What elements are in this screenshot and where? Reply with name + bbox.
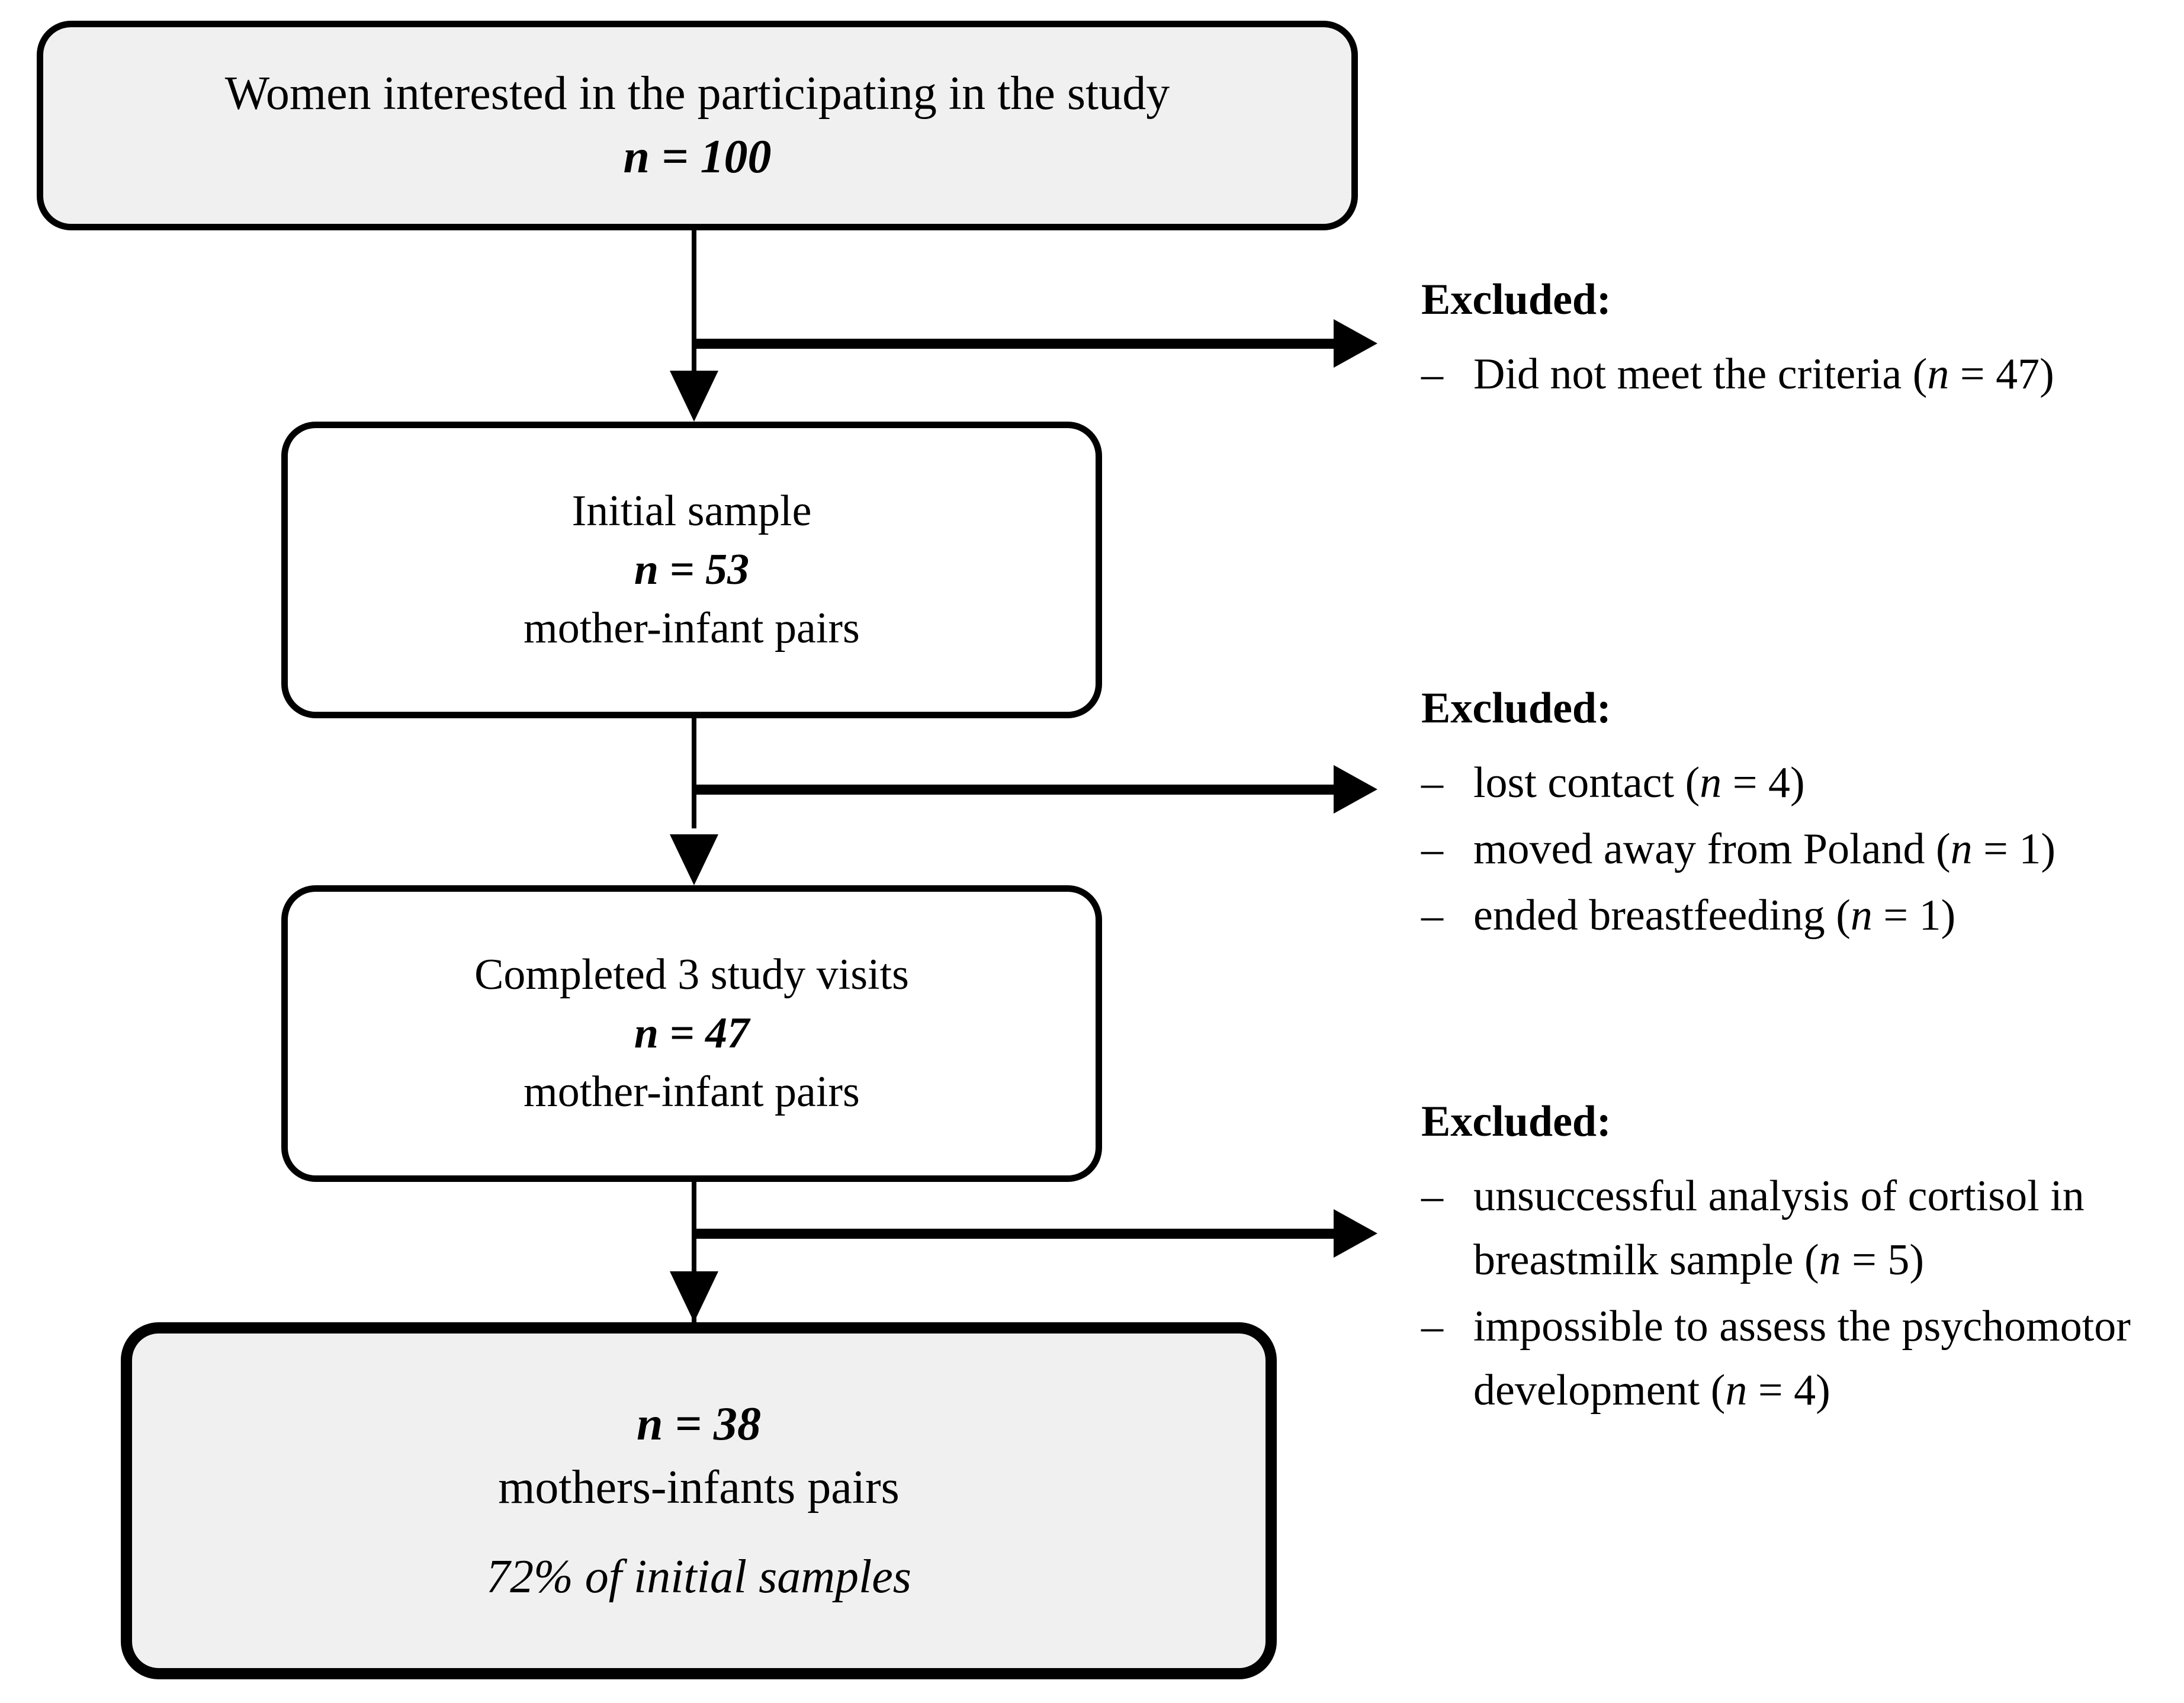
arrow-down-icon	[670, 834, 718, 885]
list-item: – unsuccessful analysis of cortisol in b…	[1421, 1164, 2184, 1292]
list-item: – ended breastfeeding (n = 1)	[1421, 883, 2173, 947]
connector-2-vertical	[692, 718, 696, 828]
node-note: 72% of initial samples	[486, 1551, 911, 1604]
node-initial-sample: Initial sample n = 53 mother-infant pair…	[281, 422, 1102, 718]
exclusion-reason: impossible to assess the psychomotor dev…	[1473, 1302, 2131, 1415]
node-title: Initial sample	[571, 486, 812, 535]
node-women-interested: Women interested in the participating in…	[37, 21, 1358, 230]
node-final-sample: n = 38 mothers-infants pairs 72% of init…	[121, 1322, 1277, 1679]
node-completed-visits: Completed 3 study visits n = 47 mother-i…	[281, 885, 1102, 1182]
connector-3-horizontal	[692, 1229, 1337, 1239]
dash-bullet: –	[1421, 1302, 1443, 1351]
exclusion-title: Excluded:	[1421, 1097, 1611, 1146]
exclusion-reason: ended breastfeeding (n = 1)	[1473, 891, 1956, 940]
connector-3-vertical	[692, 1182, 696, 1329]
connector-1-vertical-bottom	[692, 339, 696, 372]
dash-bullet: –	[1421, 825, 1443, 874]
exclusion-note-3: Excluded: – unsuccessful analysis of cor…	[1421, 1090, 2184, 1425]
exclusion-note-1: Excluded: – Did not meet the criteria (n…	[1421, 268, 2173, 409]
arrow-down-icon	[670, 371, 718, 422]
node-title: Women interested in the participating in…	[224, 67, 1170, 120]
exclusion-list: – unsuccessful analysis of cortisol in b…	[1421, 1164, 2184, 1422]
connector-2-horizontal	[692, 785, 1337, 795]
exclusion-list: – Did not meet the criteria (n = 47)	[1421, 342, 2173, 406]
node-unit: mother-infant pairs	[523, 1068, 860, 1117]
node-count: n = 38	[636, 1397, 762, 1450]
arrow-down-icon	[670, 1271, 718, 1322]
node-unit: mothers-infants pairs	[498, 1461, 900, 1514]
exclusion-note-2: Excluded: – lost contact (n = 4) – moved…	[1421, 676, 2173, 950]
list-item: – lost contact (n = 4)	[1421, 751, 2173, 815]
list-item: – impossible to assess the psychomotor d…	[1421, 1294, 2184, 1422]
node-title: Completed 3 study visits	[474, 950, 909, 999]
exclusion-reason: moved away from Poland (n = 1)	[1473, 825, 2055, 874]
dash-bullet: –	[1421, 891, 1443, 940]
arrow-right-icon	[1334, 319, 1377, 368]
exclusion-title: Excluded:	[1421, 275, 1611, 324]
exclusion-reason: Did not meet the criteria (n = 47)	[1473, 350, 2054, 399]
exclusion-reason: unsuccessful analysis of cortisol in bre…	[1473, 1172, 2085, 1285]
exclusion-reason: lost contact (n = 4)	[1473, 759, 1805, 808]
exclusion-title: Excluded:	[1421, 684, 1611, 732]
arrow-right-icon	[1334, 765, 1377, 814]
connector-1-vertical-top	[692, 230, 696, 371]
exclusion-list: – lost contact (n = 4) – moved away from…	[1421, 751, 2173, 947]
list-item: – moved away from Poland (n = 1)	[1421, 817, 2173, 881]
node-count: n = 53	[634, 545, 750, 594]
arrow-right-icon	[1334, 1209, 1377, 1258]
connector-1-horizontal	[692, 339, 1337, 349]
dash-bullet: –	[1421, 1172, 1443, 1221]
dash-bullet: –	[1421, 350, 1443, 399]
dash-bullet: –	[1421, 759, 1443, 808]
list-item: – Did not meet the criteria (n = 47)	[1421, 342, 2173, 406]
node-count: n = 47	[634, 1008, 750, 1058]
node-unit: mother-infant pairs	[523, 604, 860, 653]
node-count: n = 100	[623, 131, 772, 183]
